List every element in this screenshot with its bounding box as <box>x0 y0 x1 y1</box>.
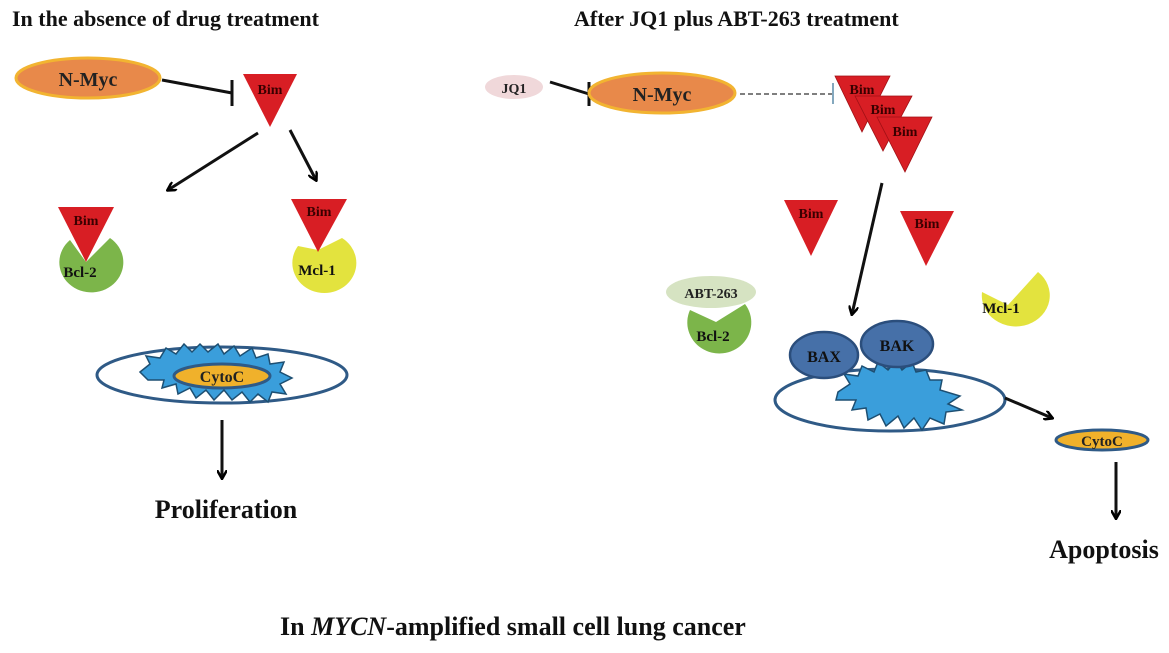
right-abt263-label: ABT-263 <box>684 287 737 302</box>
right-bim-free-1-label: Bim <box>799 207 824 222</box>
left-nmyc: N-Myc <box>14 56 162 100</box>
left-arrow-bcl2 <box>168 131 259 190</box>
left-outcome: Proliferation <box>155 495 298 524</box>
left-inhibition <box>161 78 234 106</box>
caption-gene: MYCN <box>311 612 387 641</box>
right-cytoc-label: CytoC <box>1081 434 1123 450</box>
left-mcl1-label: Mcl-1 <box>298 263 335 279</box>
left-bim-top: Bim <box>243 74 297 127</box>
right-jq1: JQ1 <box>485 75 543 99</box>
left-bcl2-label: Bcl-2 <box>63 265 96 281</box>
left-nmyc-label: N-Myc <box>59 69 118 91</box>
right-bim-stack: Bim Bim Bim <box>834 75 933 173</box>
caption-prefix: In <box>280 612 312 641</box>
right-weak-inhibition <box>740 83 834 104</box>
right-bax: BAX <box>788 330 860 380</box>
right-jq1-label: JQ1 <box>502 82 527 97</box>
right-bax-label: BAX <box>807 349 841 366</box>
right-bim-free-2-label: Bim <box>915 217 940 232</box>
right-matrix <box>835 358 965 432</box>
right-bim-stack-label-3: Bim <box>893 125 918 140</box>
right-outcome: Apoptosis <box>1049 535 1159 564</box>
right-mcl1-label: Mcl-1 <box>982 301 1019 317</box>
right-cytoc: CytoC <box>1054 428 1150 452</box>
left-bim-bcl2-label: Bim <box>74 214 99 229</box>
left-mitochondrion: CytoC <box>95 342 349 405</box>
right-mitochondrion: BAX BAK <box>773 319 1007 433</box>
right-bim-stack-label-1: Bim <box>850 83 875 98</box>
right-arrow-bax-bak <box>852 182 884 314</box>
right-nmyc-label: N-Myc <box>633 84 692 106</box>
right-bim-free-1: Bim <box>784 200 838 256</box>
title-drug-treatment: After JQ1 plus ABT-263 treatment <box>574 6 899 31</box>
left-cytoc-label: CytoC <box>200 369 244 386</box>
right-arrow-release <box>1004 396 1052 418</box>
right-bim-stack-label-2: Bim <box>871 103 896 118</box>
right-jq1-inhibition <box>549 80 591 106</box>
figure-caption: In MYCN-amplified small cell lung cancer <box>280 612 746 642</box>
left-arrow-mcl1 <box>288 129 316 180</box>
left-bim-mcl1-label: Bim <box>307 205 332 220</box>
left-bim-top-label: Bim <box>258 83 283 98</box>
right-bcl2-abt263: ABT-263 Bcl-2 <box>666 276 756 354</box>
caption-suffix: -amplified small cell lung cancer <box>386 612 746 641</box>
left-bcl2-complex: Bim Bcl-2 <box>58 207 124 293</box>
right-nmyc: N-Myc <box>587 71 737 115</box>
right-mcl1: Mcl-1 <box>981 272 1050 327</box>
right-bim-free-2: Bim <box>900 211 954 266</box>
title-no-drug: In the absence of drug treatment <box>12 6 319 31</box>
right-bcl2-label: Bcl-2 <box>696 329 729 345</box>
right-bak-label: BAK <box>880 338 915 355</box>
left-mcl1-complex: Bim Mcl-1 <box>291 199 357 294</box>
right-bak: BAK <box>859 319 935 369</box>
